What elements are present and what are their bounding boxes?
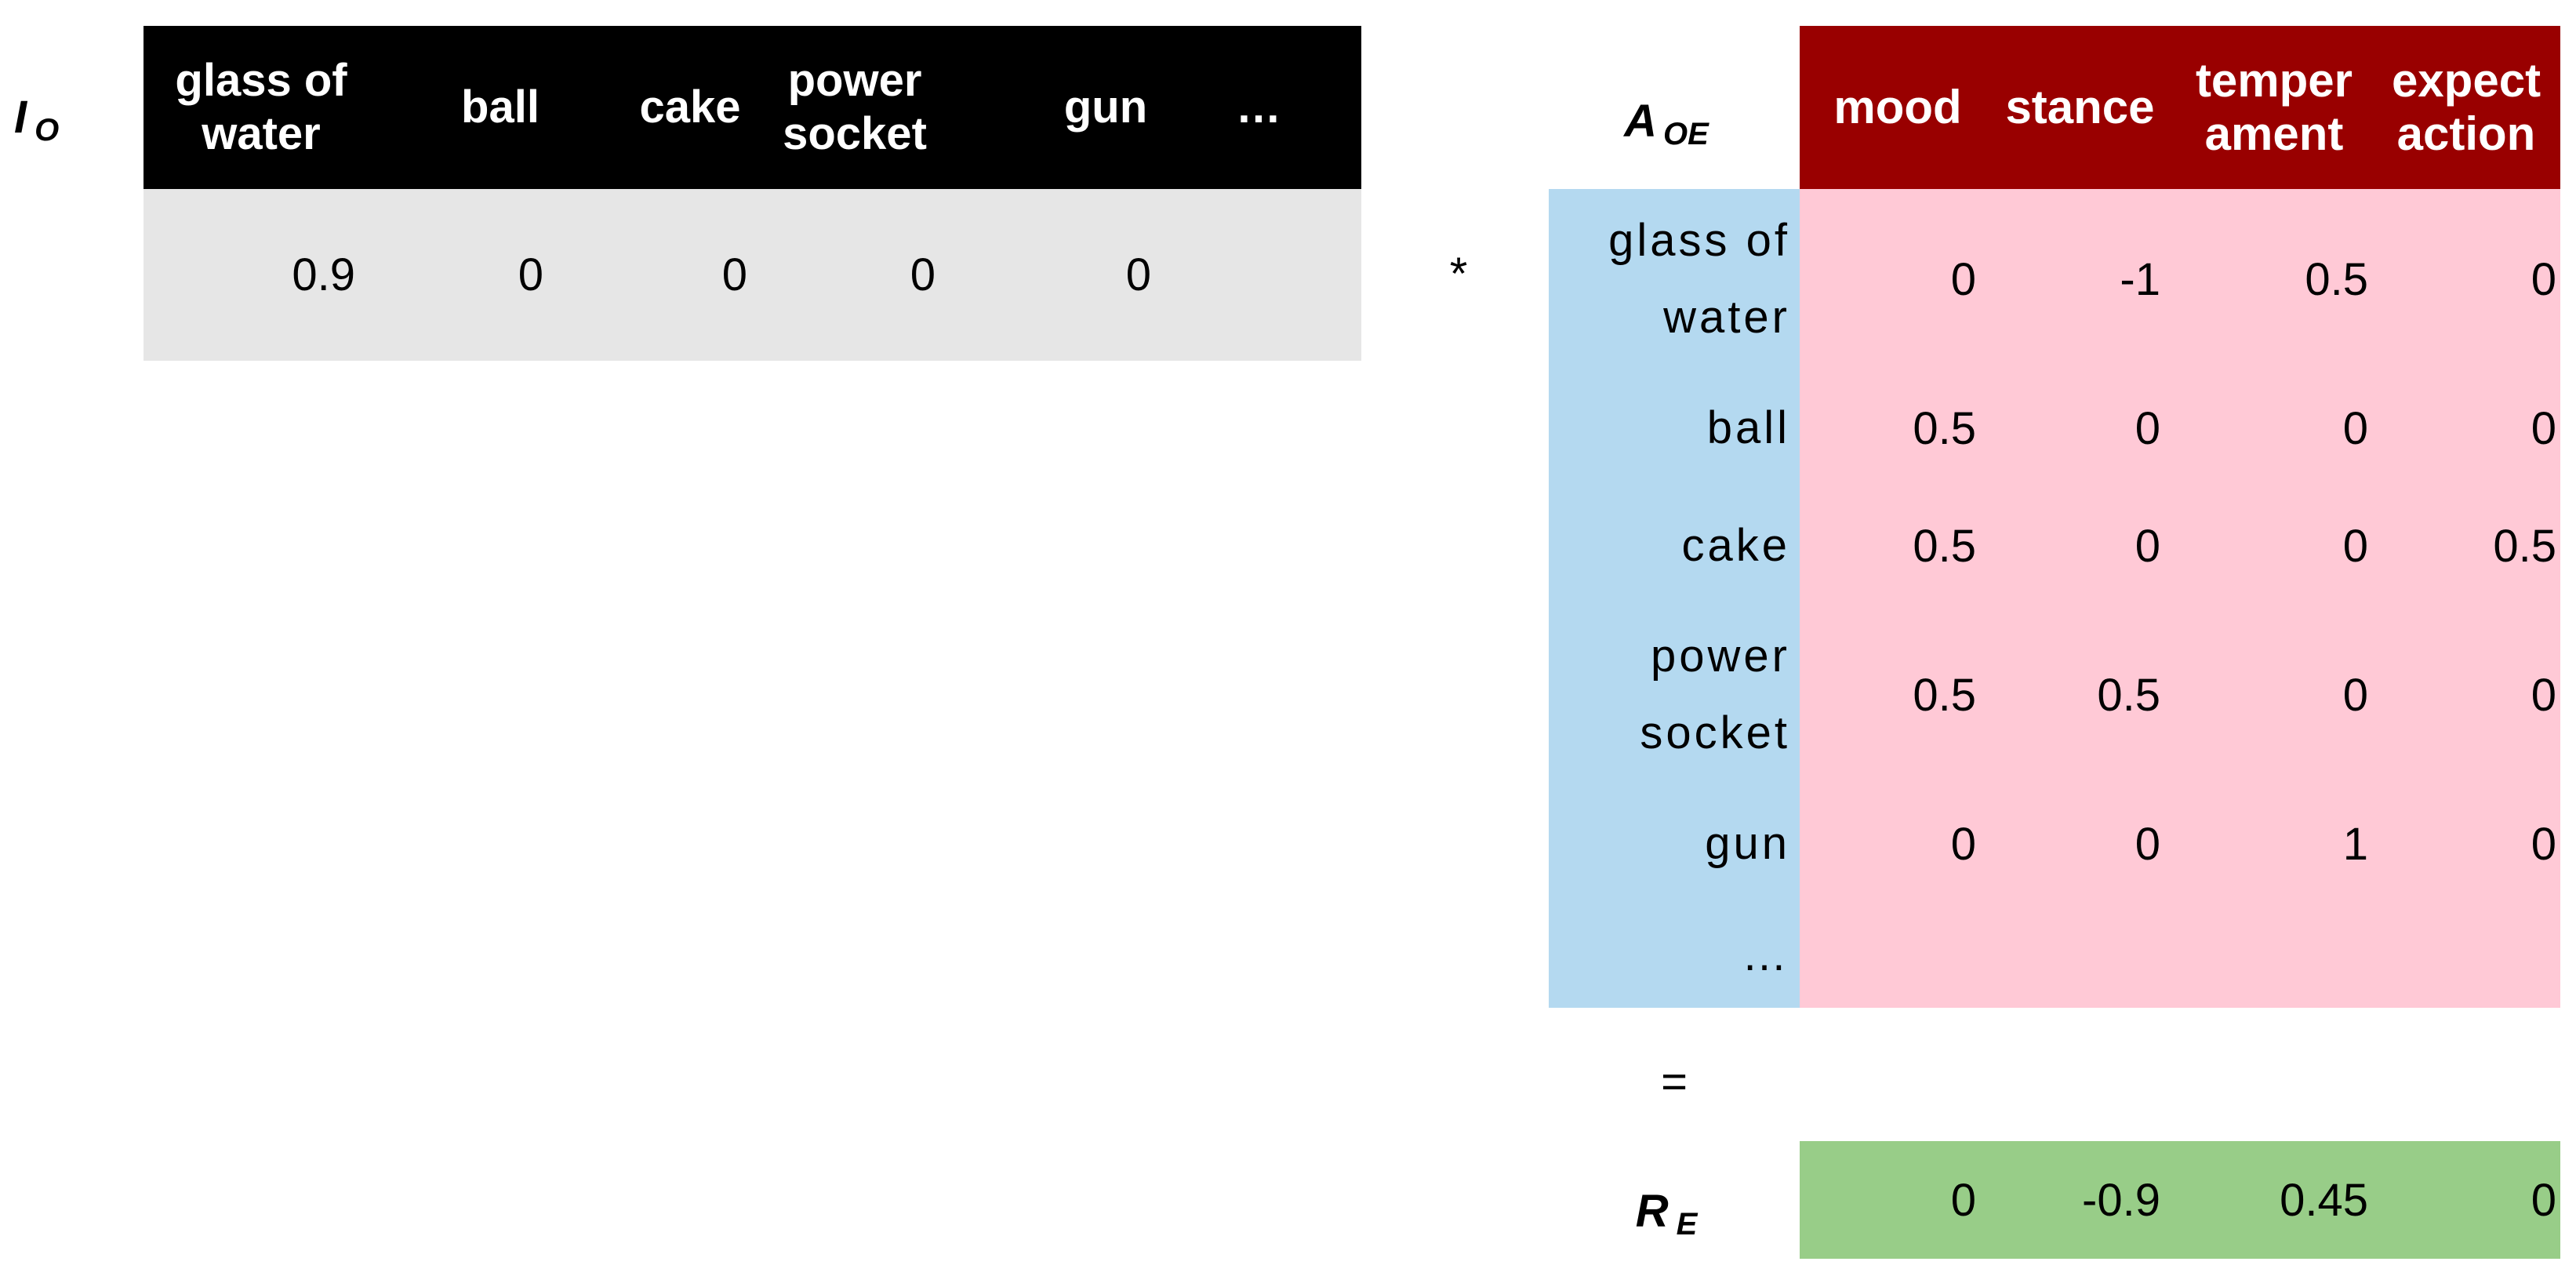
aoe-label-main: A: [1624, 96, 1658, 147]
aoe-cell: 0: [2135, 520, 2160, 572]
re-value-temperament: 0.45: [2280, 1174, 2368, 1226]
re-values-band: [1800, 1141, 2560, 1259]
aoe-col-header-mood: mood: [1833, 81, 1962, 133]
aoe-cell: 0: [2342, 520, 2368, 572]
aoe-cell: 0: [2531, 818, 2556, 870]
re-value-mood: 0: [1950, 1174, 1976, 1226]
aoe-cell: -1: [2120, 253, 2160, 305]
re-label-sub: E: [1676, 1207, 1698, 1241]
aoe-row-header-cake: cake: [1681, 520, 1790, 571]
aoe-cell: 1: [2342, 818, 2368, 870]
io-header-ellipsis: …: [1236, 82, 1281, 133]
multiply-operator: *: [1449, 249, 1468, 300]
aoe-body-band: [1800, 189, 2560, 1008]
io-value-power-socket: 0: [910, 249, 936, 300]
io-header-cake: cake: [639, 82, 741, 133]
aoe-cell: 0.5: [1913, 402, 1976, 454]
io-value-gun: 0: [1125, 249, 1151, 300]
io-label-main: I: [14, 92, 27, 143]
aoe-cell: 0: [2135, 818, 2160, 870]
aoe-cell: 0.5: [1913, 669, 1976, 721]
aoe-row-header-ellipsis: …: [1742, 929, 1790, 980]
aoe-label-sub: OE: [1663, 117, 1709, 151]
io-header-band: [144, 26, 1361, 189]
io-label-sub: O: [35, 113, 60, 147]
aoe-cell: 0: [2531, 253, 2556, 305]
io-header-gun: gun: [1063, 82, 1148, 133]
aoe-cell: 0: [2342, 669, 2368, 721]
aoe-cell: 0: [2531, 402, 2556, 454]
aoe-row-header-gun: gun: [1705, 818, 1790, 869]
io-values-band: [144, 189, 1361, 361]
io-value-cake: 0: [721, 249, 747, 300]
aoe-cell: 0.5: [1913, 520, 1976, 572]
aoe-row-header-band: [1549, 189, 1800, 1008]
aoe-cell: 0: [1950, 253, 1976, 305]
re-value-stance: -0.9: [2082, 1174, 2160, 1226]
aoe-header-band: [1800, 26, 2560, 189]
aoe-col-header-stance: stance: [2005, 81, 2155, 133]
aoe-cell: 0: [2531, 669, 2556, 721]
aoe-cell: 0: [1950, 818, 1976, 870]
io-value-ball: 0: [518, 249, 543, 300]
equals-operator: =: [1661, 1056, 1688, 1107]
re-value-expectaction: 0: [2531, 1174, 2556, 1226]
aoe-cell: 0.5: [2493, 520, 2556, 572]
aoe-cell: 0.5: [2305, 253, 2368, 305]
aoe-cell: 0: [2135, 402, 2160, 454]
io-value-glass-of-water: 0.9: [292, 249, 355, 300]
aoe-cell: 0: [2342, 402, 2368, 454]
aoe-cell: 0.5: [2097, 669, 2160, 721]
io-header-ball: ball: [461, 82, 540, 133]
aoe-row-header-ball: ball: [1706, 402, 1790, 453]
re-label-main: R: [1635, 1186, 1669, 1237]
